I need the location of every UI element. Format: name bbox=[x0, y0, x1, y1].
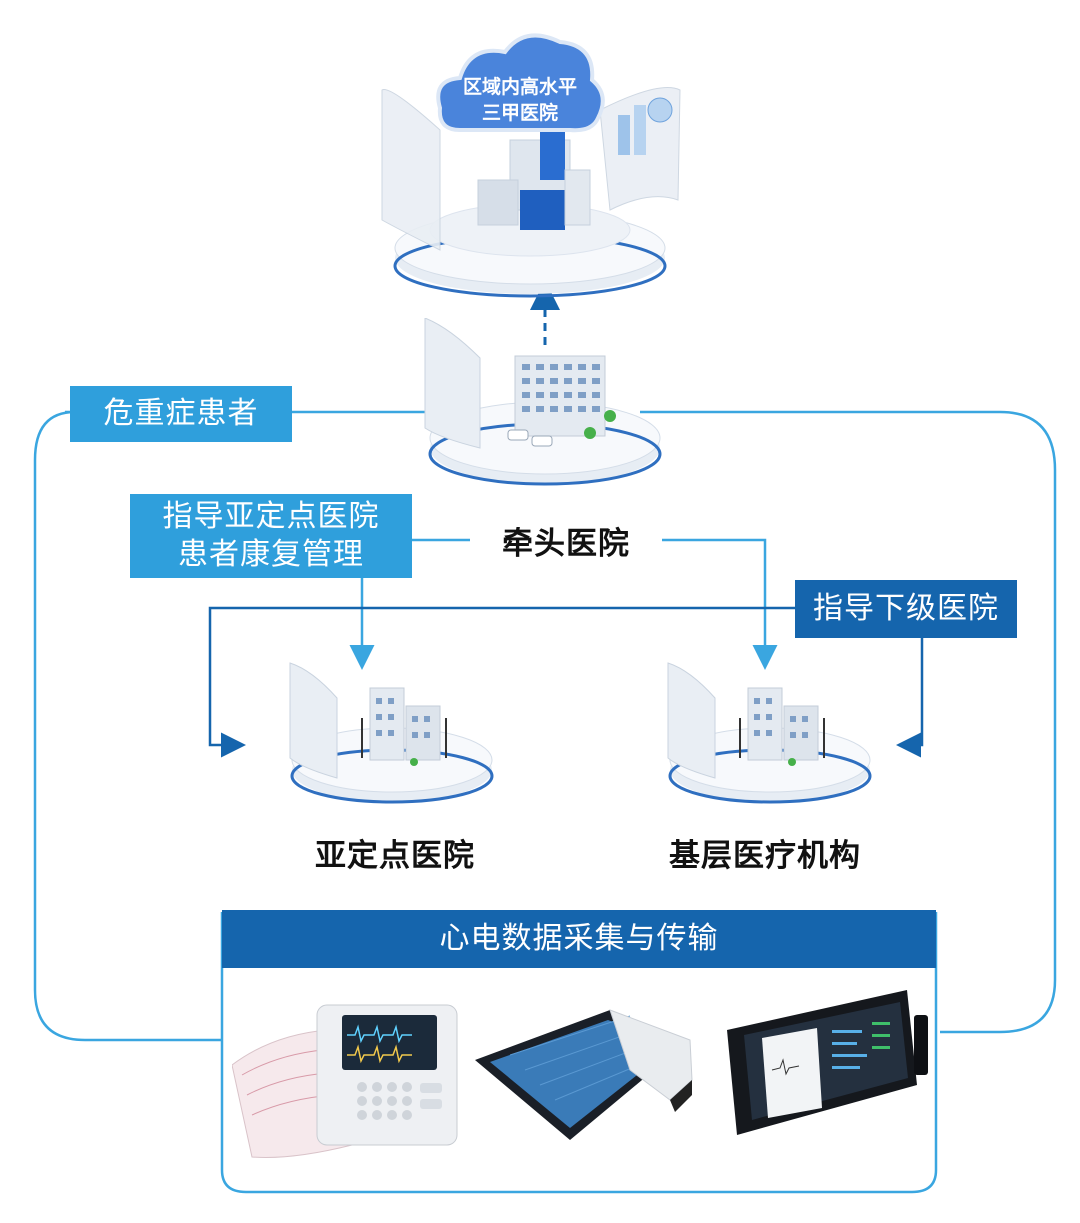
ecg-panel-title: 心电数据采集与传输 bbox=[439, 921, 719, 956]
guide-sub-line2: 患者康复管理 bbox=[178, 537, 364, 572]
guide-lower-label: 指导下级医院 bbox=[813, 591, 999, 626]
guide-sub-tag: 指导亚定点医院 患者康复管理 bbox=[130, 494, 412, 578]
critical-patients-label: 危重症患者 bbox=[103, 396, 259, 431]
top-node-title: 区域内高水平 三甲医院 bbox=[445, 74, 595, 126]
ecg-recorder-device bbox=[475, 1009, 693, 1140]
top-hospital-illustration bbox=[381, 33, 681, 298]
ecg-panel-header: 心电数据采集与传输 bbox=[222, 910, 936, 968]
guide-sub-line1: 指导亚定点医院 bbox=[162, 499, 380, 534]
grassroots-illustration bbox=[667, 662, 872, 804]
grassroots-label: 基层医疗机构 bbox=[669, 838, 861, 874]
top-node-line1: 区域内高水平 bbox=[462, 76, 577, 98]
critical-patients-tag: 危重症患者 bbox=[70, 386, 292, 442]
arrow-guide-right bbox=[896, 638, 924, 758]
lead-hospital-illustration bbox=[424, 318, 662, 486]
sub-hospital-label: 亚定点医院 bbox=[315, 838, 475, 874]
lead-hospital-label: 牵头医院 bbox=[502, 526, 630, 562]
ecg-panel-border bbox=[220, 912, 938, 1194]
outer-loop-left bbox=[33, 410, 222, 1042]
arrow-guide-left bbox=[208, 606, 795, 758]
arrow-to-grassroots bbox=[662, 538, 778, 670]
sub-hospital-illustration bbox=[289, 662, 494, 804]
guide-lower-tag: 指导下级医院 bbox=[795, 580, 1017, 638]
ecg-machine-device bbox=[232, 1004, 458, 1158]
ecg-tablet-device bbox=[727, 990, 928, 1135]
top-node-line2: 三甲医院 bbox=[481, 102, 558, 124]
